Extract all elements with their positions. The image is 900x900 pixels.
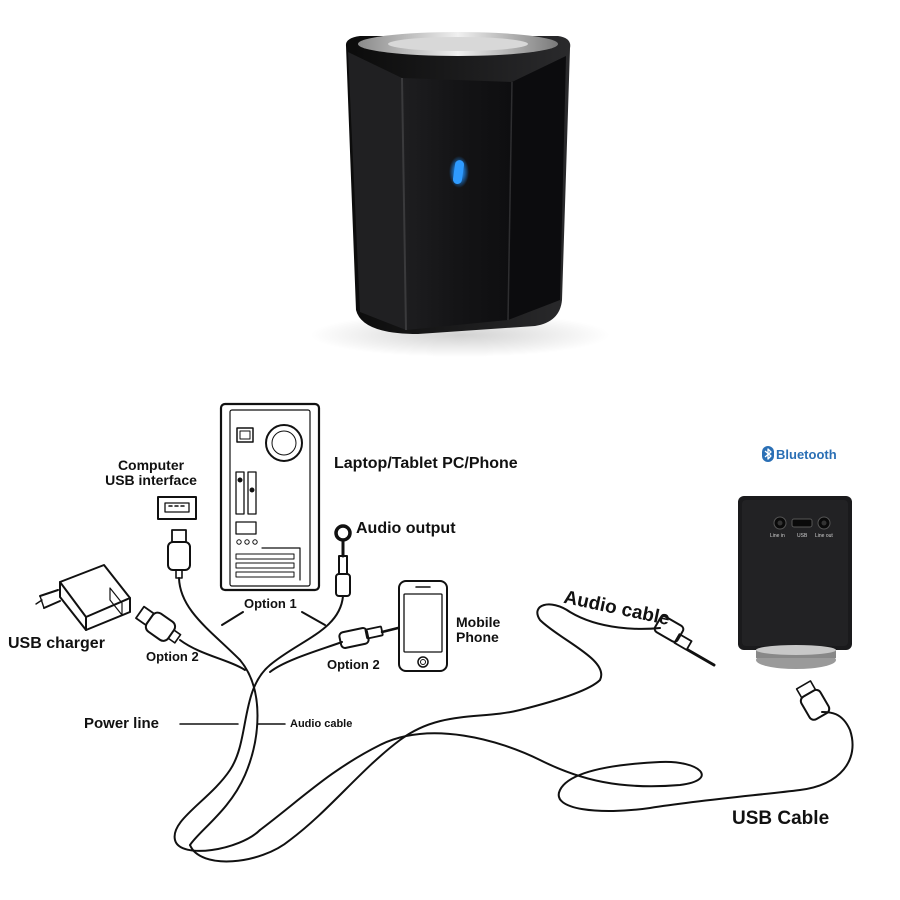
option1-label: Option 1	[244, 596, 297, 611]
usb-cable-label: USB Cable	[732, 808, 830, 829]
speaker-audio-jack-icon	[653, 615, 716, 667]
usb-port-icon	[157, 496, 197, 520]
computer-usb-label: Computer USB interface	[92, 458, 210, 487]
audio-output-ring-icon	[334, 524, 352, 542]
mobile-phone-label-line2: Phone	[456, 628, 499, 645]
mobile-phone-label-line1: Mobile	[456, 614, 501, 630]
port-label-usb: USB	[797, 533, 808, 539]
option2-left-label: Option 2	[146, 649, 199, 664]
pc-tower-icon	[219, 402, 321, 592]
usb-plug-icon	[167, 529, 191, 579]
phone-icon	[398, 580, 448, 672]
cable-lines	[173, 577, 854, 863]
usb-plug-charger-icon	[135, 605, 182, 644]
bluetooth-logo: Bluetooth	[762, 446, 837, 462]
phone-audio-jack-icon	[338, 625, 400, 649]
port-label-line-out: Line out	[815, 533, 833, 539]
power-line-label: Power line	[84, 715, 160, 732]
charger-icon	[35, 564, 131, 631]
device-photo	[310, 32, 610, 357]
bluetooth-text: Bluetooth	[776, 446, 837, 462]
computer-usb-label-line2: USB interface	[105, 471, 197, 488]
usb-port-back-icon	[791, 518, 813, 528]
port-label-line-in: Line in	[770, 533, 785, 539]
option2-right-label: Option 2	[327, 657, 380, 672]
laptop-label: Laptop/Tablet PC/Phone	[334, 455, 518, 472]
computer-usb-label-line1: Computer	[117, 457, 185, 473]
usb-charger-label: USB charger	[8, 635, 105, 652]
audio-output-label: Audio output	[356, 520, 456, 537]
micro-usb-plug-icon	[795, 680, 831, 721]
bluetooth-icon	[762, 446, 774, 462]
mobile-phone-label: Mobile Phone	[456, 615, 500, 644]
audio-cable-small-label: Audio cable	[290, 718, 353, 730]
speaker-back-photo	[738, 496, 852, 669]
audio-jack-icon	[335, 540, 351, 597]
